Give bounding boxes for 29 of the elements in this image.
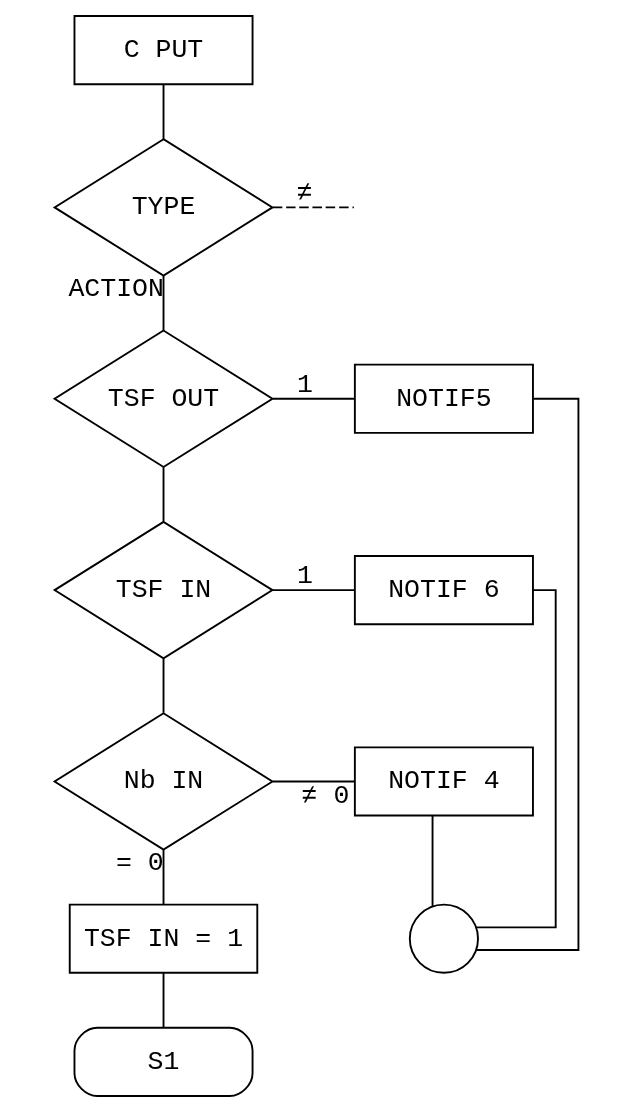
connector [271,589,356,592]
connector [271,397,356,400]
node-diamond: Nb IN [52,712,275,851]
node-box: NOTIF 6 [353,555,534,626]
connector [271,206,355,209]
node-diamond: TSF IN [52,520,275,660]
connector [271,780,356,783]
edge-label: 1 [297,560,314,591]
connector [162,466,165,523]
node-box: NOTIF5 [353,363,534,434]
connector [475,589,557,929]
edge-label: ≠ [296,178,313,209]
connector [162,972,165,1029]
connector [162,849,165,906]
node-box: TSF IN = 1 [68,903,259,974]
node-diamond: TSF OUT [52,329,275,469]
connector [475,397,580,951]
edge-label: ≠ 0 [301,780,350,811]
edge-label: 1 [297,369,314,400]
edge-label: = 0 [115,848,164,879]
node-box: NOTIF 4 [353,746,534,817]
connector [162,83,165,141]
node-box: C PUT [73,15,254,86]
node-diamond: TYPE [52,138,275,277]
connector [162,275,165,331]
connector [431,814,434,908]
connector [162,657,165,714]
node-box: S1 [73,1026,254,1097]
node-circle [408,903,479,974]
